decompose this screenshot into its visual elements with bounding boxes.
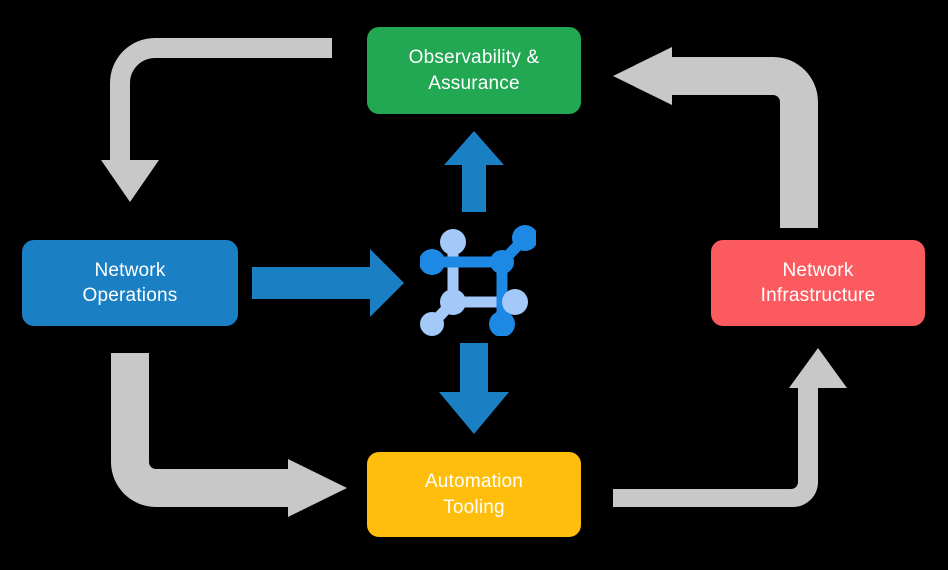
topology-primary-nodes — [420, 225, 536, 336]
node-network-infrastructure[interactable]: Network Infrastructure — [711, 240, 925, 326]
connector-operations-to-center — [252, 249, 404, 317]
connector-center-to-automation — [439, 343, 509, 434]
node-automation-tooling-label: Automation Tooling — [424, 471, 524, 518]
network-topology-icon — [420, 225, 536, 336]
node-observability-label: Observability & Assurance — [408, 47, 540, 94]
connector-automation-to-infrastructure — [613, 348, 847, 507]
node-automation-tooling[interactable]: Automation Tooling — [367, 452, 581, 537]
node-network-operations-label: Network Operations — [82, 259, 178, 306]
topology-secondary-nodes — [420, 229, 528, 336]
node-network-infrastructure-label: Network Infrastructure — [760, 259, 876, 306]
connector-observability-to-operations — [101, 38, 332, 202]
connector-center-to-observability — [444, 131, 504, 212]
node-observability-assurance[interactable]: Observability & Assurance — [367, 27, 581, 114]
node-network-operations[interactable]: Network Operations — [22, 240, 238, 326]
connector-infrastructure-to-observability — [613, 47, 818, 228]
connector-operations-to-automation — [111, 353, 347, 517]
